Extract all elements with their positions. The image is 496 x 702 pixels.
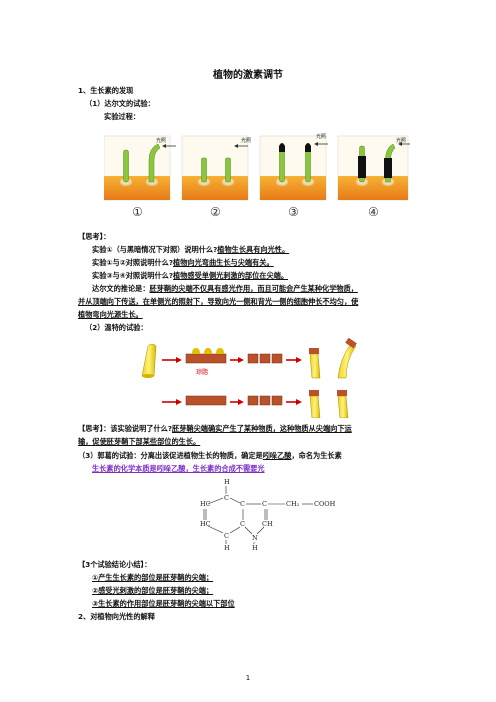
think-2-row: 【思考】：该实验说明了什么?胚芽鞘尖端确实产生了某种物质，这种物质从尖端向下运 bbox=[78, 424, 352, 434]
think-1-q1: 实验①（与黑暗情况下对照）说明什么? bbox=[92, 245, 218, 254]
think-2-answer-line-2: 输，促使胚芽鞘下部某些部位的生长。 bbox=[78, 437, 201, 446]
kogl-experiment-row: （3）郭葛的试验：分离出该促进植物生长的物质，确定是吲哚乙酸，命名为生长素 bbox=[78, 451, 342, 461]
kogl-substance-name: 吲哚乙酸 bbox=[262, 451, 292, 460]
kogl-lead: （3）郭葛的试验：分离出该促进植物生长的物质，确定是 bbox=[78, 451, 263, 460]
atom-c-bottom: C bbox=[224, 532, 229, 540]
darwin-experiment-heading: （1）达尔文的试验： bbox=[85, 99, 155, 108]
think-2-answer-line-1: 胚芽鞘尖端确实产生了某种物质，这种物质从尖端向下运 bbox=[172, 424, 352, 433]
think-1-q3: 实验③与④对照说明什么? bbox=[92, 271, 174, 280]
went-experiment-heading: （2）温特的试验： bbox=[85, 323, 148, 332]
darwin-panel-3 bbox=[259, 135, 328, 201]
page-number: 1 bbox=[245, 674, 251, 682]
think-1-q2-row: 实验①与②对照说明什么?植物向光弯曲生长与尖端有关。 bbox=[92, 258, 274, 268]
went-experiment-figure: 琼脂 bbox=[141, 338, 357, 418]
light-label-b: 光照 bbox=[241, 137, 251, 144]
iaa-structure-figure: H C HC C C CH₂ COOH HC C CH C N H H bbox=[200, 478, 336, 552]
darwin-conclusion-lead: 达尔文的推论是： bbox=[92, 284, 150, 293]
summary-item-1: ①产生生长素的部位是胚芽鞘的尖端； bbox=[92, 573, 214, 582]
auxin-nature-note: 生长素的化学本质是吲哚乙酸，生长素的合成不需要光 bbox=[92, 464, 265, 473]
atom-ch-lower: CH bbox=[262, 520, 273, 528]
darwin-panel-4 bbox=[337, 135, 410, 201]
atom-cooh: COOH bbox=[314, 500, 336, 508]
think-1-a3: 植物感受单侧光刺激的部位在尖端。 bbox=[173, 271, 289, 280]
darwin-conclusion-row: 达尔文的推论是：胚芽鞘的尖端不仅具有感光作用，而且可能会产生某种化学物质， bbox=[92, 284, 358, 294]
atom-h-n: H bbox=[252, 544, 258, 552]
summary-label: 【3个试验结论小结】： bbox=[78, 560, 152, 569]
kogl-tail: ，命名为生长素 bbox=[291, 451, 342, 460]
atom-n: N bbox=[252, 534, 258, 542]
darwin-panel-1 bbox=[104, 135, 176, 201]
panel-number-3: ③ bbox=[288, 205, 299, 219]
think-1-q3-row: 实验③与④对照说明什么?植物感受单侧光刺激的部位在尖端。 bbox=[92, 271, 288, 281]
light-label-d: 光照 bbox=[396, 137, 406, 144]
atom-h-top: H bbox=[224, 478, 230, 486]
experiment-process-label: 实验过程： bbox=[104, 112, 140, 121]
darwin-panel-2 bbox=[181, 135, 249, 201]
darwin-experiment-figure: 光照 光照 光照 光照 ① ② ③ ④ bbox=[104, 133, 410, 219]
atom-c-lower: C bbox=[240, 520, 245, 528]
light-label-a: 光照 bbox=[156, 137, 166, 144]
atom-c-top: C bbox=[224, 494, 229, 502]
summary-item-3: ③生长素的作用部位是胚芽鞘的尖端以下部位 bbox=[92, 599, 235, 608]
think-1-a1: 植物生长具有向光性。 bbox=[217, 245, 290, 254]
atom-c-junction: C bbox=[240, 500, 245, 508]
section-1-heading: 1、生长素的发现 bbox=[78, 86, 134, 95]
atom-hc-lower: HC bbox=[200, 520, 211, 528]
atom-hc-left: HC bbox=[200, 500, 211, 508]
atom-c-pyrrole: C bbox=[262, 500, 267, 508]
panel-number-2: ② bbox=[210, 205, 221, 219]
panel-number-4: ④ bbox=[368, 205, 379, 219]
darwin-conclusion-line-3: 植物弯向光源生长。 bbox=[78, 310, 143, 319]
summary-item-2: ②感受光刺激的部位是胚芽鞘的尖端； bbox=[92, 586, 214, 595]
think-2-label: 【思考】：该实验说明了什么? bbox=[78, 424, 173, 433]
think-1-q2: 实验①与②对照说明什么? bbox=[92, 258, 174, 267]
light-label-c: 光照 bbox=[316, 133, 326, 140]
panel-number-1: ① bbox=[132, 205, 143, 219]
agar-label: 琼脂 bbox=[196, 368, 208, 376]
atom-h-bottom: H bbox=[224, 544, 230, 552]
darwin-conclusion-line-2: 并从顶端向下传送，在单侧光的照射下，导致向光一侧和背光一侧的细胞伸长不均匀，使 bbox=[78, 297, 359, 306]
think-1-a2: 植物向光弯曲生长与尖端有关。 bbox=[173, 258, 274, 267]
darwin-conclusion-line-1: 胚芽鞘的尖端不仅具有感光作用，而且可能会产生某种化学物质， bbox=[149, 284, 358, 293]
think-1-q1-row: 实验①（与黑暗情况下对照）说明什么?植物生长具有向光性。 bbox=[92, 245, 289, 255]
section-2-heading: 2、对植物向光性的解释 bbox=[78, 612, 155, 621]
page-title: 植物的激素调节 bbox=[213, 70, 283, 81]
atom-ch2: CH₂ bbox=[286, 500, 300, 508]
think-1-label: 【思考】： bbox=[78, 232, 111, 241]
